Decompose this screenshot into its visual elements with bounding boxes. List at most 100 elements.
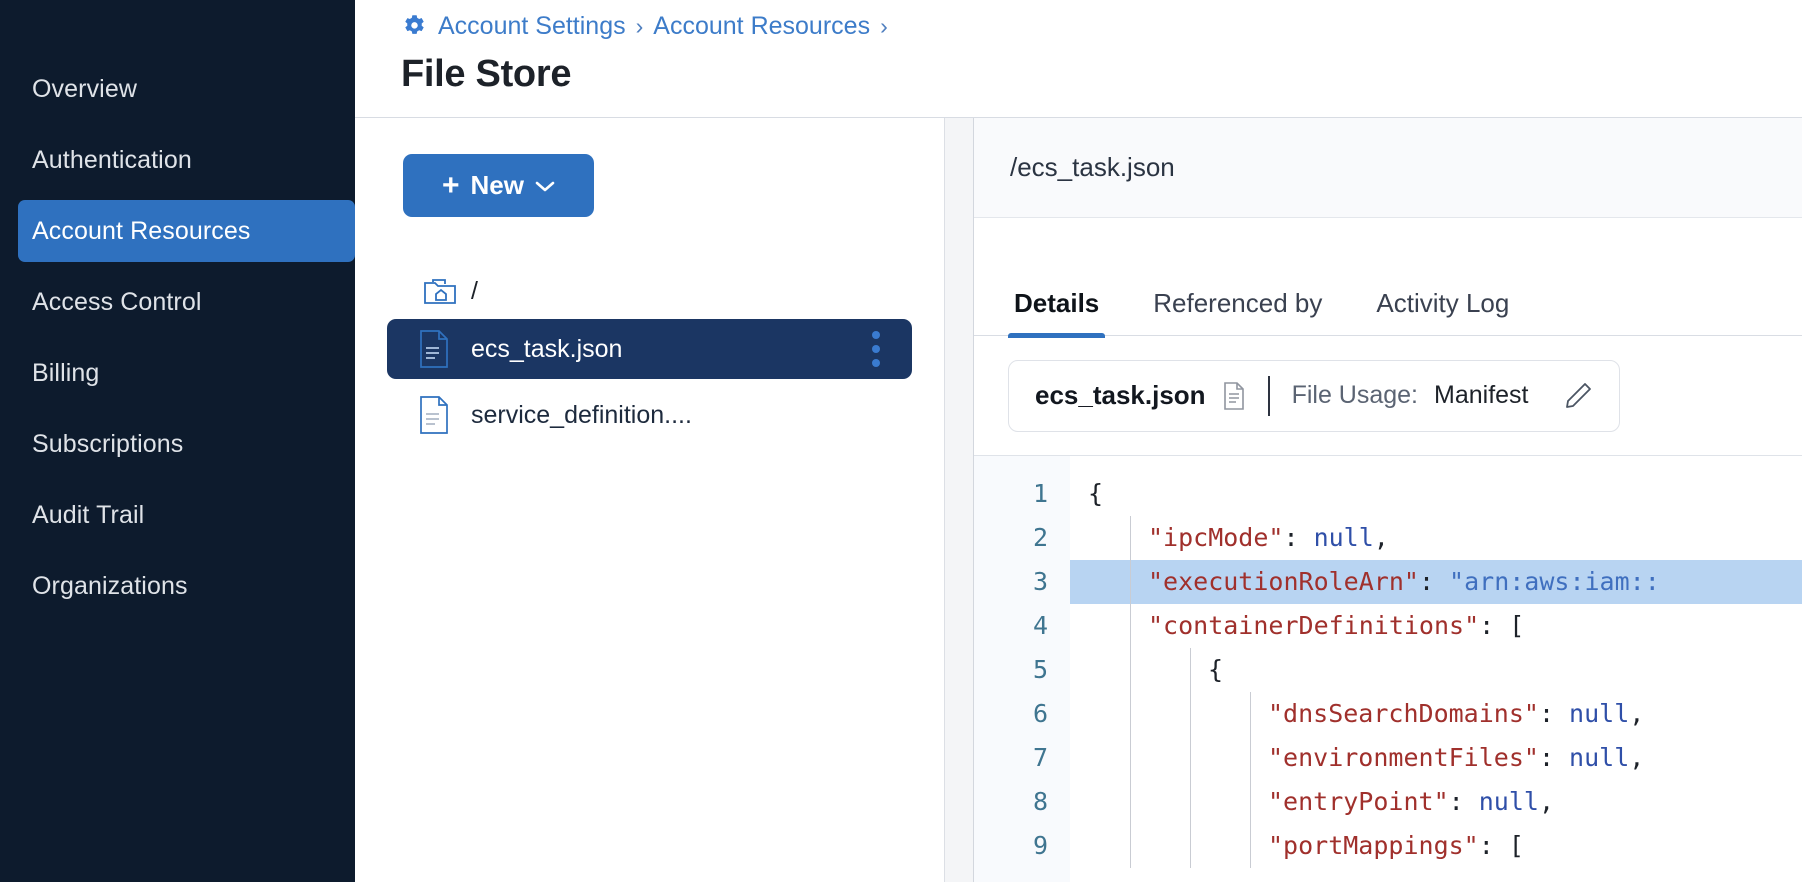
new-button[interactable]: + New (403, 154, 594, 217)
tree-file-name: service_definition.... (471, 400, 692, 429)
file-tree: / ecs_task.json service_definition.... (355, 269, 944, 445)
code-line[interactable]: "entryPoint": null, (1070, 780, 1802, 824)
editor-code-area[interactable]: { "ipcMode": null, "executionRoleArn": "ar… (1070, 456, 1802, 882)
sidebar-item-authentication[interactable]: Authentication (0, 129, 355, 191)
code-line-content: "ipcMode": null, (1088, 523, 1389, 552)
code-line-content: "portMappings": [ (1088, 831, 1524, 860)
code-token-key: "executionRoleArn" (1148, 567, 1419, 596)
code-token-null: null (1313, 523, 1374, 552)
sidebar-item-label: Organizations (32, 571, 188, 600)
code-line[interactable]: "environmentFiles": null, (1070, 736, 1802, 780)
sidebar-item-organizations[interactable]: Organizations (0, 555, 355, 617)
line-number: 6 (1032, 699, 1048, 728)
line-number: 5 (1032, 655, 1048, 684)
code-token-key: "portMappings" (1268, 831, 1479, 860)
sidebar-item-account-resources[interactable]: Account Resources (18, 200, 355, 262)
document-icon (1222, 381, 1246, 411)
code-token-str: "arn:aws:iam:: (1449, 567, 1660, 596)
detail-tabs: Details Referenced by Activity Log (974, 218, 1802, 338)
file-path-text: /ecs_task.json (1010, 152, 1175, 182)
page-header: Account Settings › Account Resources › F… (355, 0, 1802, 118)
code-line-content: { (1088, 479, 1103, 508)
indent-guide (1250, 824, 1251, 868)
code-token-punc: : (1418, 567, 1450, 596)
code-line-content: "containerDefinitions": [ (1088, 611, 1524, 640)
sidebar-item-label: Audit Trail (32, 500, 145, 529)
usage-file-name: ecs_task.json (1035, 380, 1206, 410)
line-number: 2 (1032, 523, 1048, 552)
tree-file-row[interactable]: ecs_task.json (387, 319, 912, 379)
indent-guide (1190, 824, 1191, 868)
tree-root-folder[interactable]: / (355, 269, 944, 313)
folder-home-icon (423, 276, 457, 306)
tab-details[interactable]: Details (1008, 288, 1106, 338)
page-title: File Store (401, 53, 572, 95)
indent-guide (1190, 692, 1191, 736)
file-usage-box: ecs_task.json File Usage: Manifest (1008, 359, 1620, 432)
sidebar-item-label: Overview (32, 74, 137, 103)
code-token-punc: , (1373, 523, 1389, 552)
file-json-icon (419, 330, 449, 368)
indent-guide (1130, 780, 1131, 824)
sidebar-item-billing[interactable]: Billing (0, 342, 355, 404)
breadcrumb-item-account-settings[interactable]: Account Settings (438, 11, 626, 40)
line-number: 7 (1032, 743, 1048, 772)
code-token-punc: { (1088, 479, 1104, 508)
line-number: 9 (1032, 831, 1048, 860)
tree-file-row[interactable]: service_definition.... (387, 385, 912, 445)
code-line[interactable]: { (1070, 472, 1802, 516)
code-token-punc: : (1448, 787, 1479, 816)
indent-guide (1130, 736, 1131, 780)
indent-guide (1190, 648, 1191, 692)
code-line-content: "environmentFiles": null, (1088, 743, 1644, 772)
pencil-icon[interactable] (1563, 381, 1593, 411)
pane-splitter[interactable] (945, 118, 974, 882)
tab-referenced-by[interactable]: Referenced by (1153, 288, 1323, 318)
usage-label: File Usage: (1291, 381, 1419, 409)
code-token-key: "dnsSearchDomains" (1268, 699, 1539, 728)
code-token-key: "entryPoint" (1268, 787, 1449, 816)
indent-guide (1130, 516, 1131, 560)
main-area: Account Settings › Account Resources › F… (355, 0, 1802, 882)
sidebar-item-overview[interactable]: Overview (0, 58, 355, 120)
sidebar-item-label: Account Resources (32, 216, 251, 245)
code-line[interactable]: "ipcMode": null, (1070, 516, 1802, 560)
tree-root-label: / (471, 276, 478, 305)
sidebar-item-access-control[interactable]: Access Control (0, 271, 355, 333)
tab-activity-log[interactable]: Activity Log (1376, 288, 1510, 318)
code-line[interactable]: "executionRoleArn": "arn:aws:iam:: (1070, 560, 1802, 604)
code-token-punc: : (1283, 523, 1314, 552)
sidebar-item-label: Billing (32, 358, 100, 387)
sidebar-item-audit-trail[interactable]: Audit Trail (0, 484, 355, 546)
code-token-punc: : (1538, 743, 1570, 772)
code-line[interactable]: "containerDefinitions": [ (1070, 604, 1802, 648)
code-line-content: "entryPoint": null, (1088, 787, 1554, 816)
code-line[interactable]: "portMappings": [ (1070, 824, 1802, 868)
code-token-punc: : [ (1478, 831, 1524, 860)
file-detail-pane: /ecs_task.json Details Referenced by Activ… (974, 118, 1802, 882)
breadcrumb-item-account-resources[interactable]: Account Resources (653, 11, 871, 40)
breadcrumb-separator-1: › (635, 12, 644, 39)
code-token-punc: : [ (1479, 611, 1525, 640)
code-token-key: "containerDefinitions" (1148, 611, 1480, 640)
indent-guide (1250, 736, 1251, 780)
code-line[interactable]: { (1070, 648, 1802, 692)
code-token-null: null (1478, 787, 1539, 816)
code-line[interactable]: "dnsSearchDomains": null, (1070, 692, 1802, 736)
line-number: 3 (1032, 567, 1048, 596)
breadcrumb: Account Settings › Account Resources › (401, 0, 1802, 46)
indent-guide (1190, 780, 1191, 824)
indent-guide (1190, 736, 1191, 780)
code-token-punc: { (1208, 655, 1224, 684)
code-line-content: { (1088, 655, 1223, 684)
tree-file-name: ecs_task.json (471, 334, 623, 363)
sidebar-item-subscriptions[interactable]: Subscriptions (0, 413, 355, 475)
indent-guide (1130, 560, 1131, 604)
kebab-menu-icon[interactable] (862, 325, 890, 373)
code-token-key: "environmentFiles" (1268, 743, 1539, 772)
code-line-content: "dnsSearchDomains": null, (1088, 699, 1644, 728)
indent-guide (1130, 604, 1131, 648)
